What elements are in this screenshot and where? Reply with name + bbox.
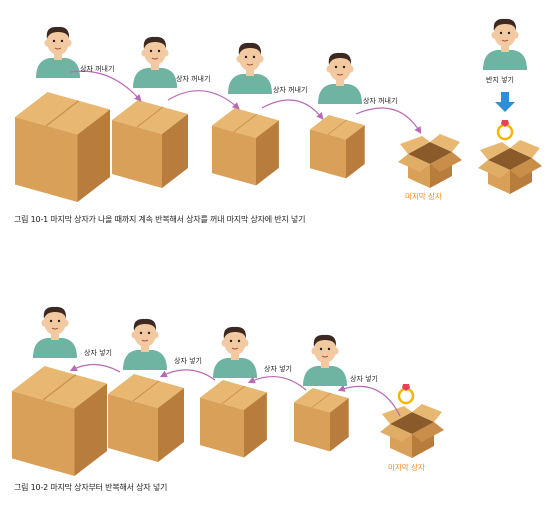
figure-1-illustration [14,18,542,203]
person-8 [212,326,258,379]
caption-1: 그림 10-1 마지막 상자가 나올 때까지 계속 반복해서 상자를 꺼내 마지… [14,215,306,224]
arrow-1 [69,70,142,102]
person-2 [132,36,178,89]
caption-2: 그림 10-2 마지막 상자부터 반복해서 상자 넣기 [14,483,168,492]
label-take-1: 상자 꺼내기 [80,65,115,73]
box-5 [11,365,108,477]
label-take-4: 상자 꺼내기 [363,97,398,105]
figure-1: 상자 꺼내기 상자 꺼내기 상자 꺼내기 상자 꺼내기 마지막 상자 반지 넣기… [0,0,547,240]
person-4 [317,52,363,105]
final-box-label-2: 마지막 상자 [388,463,425,472]
ring-box [478,140,542,194]
figure-2-illustration [11,306,444,477]
person-3 [227,42,273,95]
person-7 [122,318,168,371]
arrow-2 [167,90,240,110]
label-take-3: 상자 꺼내기 [273,86,308,94]
person-5 [482,18,528,71]
box-4 [309,114,366,179]
arrow-8 [337,385,401,417]
person-9 [302,334,348,387]
ring-icon-2 [397,384,415,405]
arrow-4 [355,107,422,135]
label-take-2: 상자 꺼내기 [176,75,211,83]
box-2 [111,99,189,189]
label-put-1: 상자 넣기 [84,349,112,357]
box-8 [293,387,350,452]
final-box-1 [398,134,462,188]
ring-icon [496,120,514,141]
label-put-3: 상자 넣기 [264,365,292,373]
person-6 [32,306,78,359]
label-put-2: 상자 넣기 [174,357,202,365]
box-7 [199,379,268,458]
arrow-3 [261,99,324,120]
label-put-4: 상자 넣기 [350,375,378,383]
blue-down-arrow-icon [495,92,515,112]
figure-2: 상자 넣기 상자 넣기 상자 넣기 상자 넣기 마지막 상자 그림 10-2 마… [0,290,547,510]
final-box-label-1: 마지막 상자 [405,192,442,201]
final-box-2 [380,404,444,458]
box-3 [211,107,280,186]
box-6 [107,373,185,463]
arrow-7 [247,375,307,391]
ring-label: 반지 넣기 [486,76,514,84]
box-1 [14,91,111,203]
arrow-5 [69,363,121,373]
person-1 [35,26,81,79]
arrow-6 [159,369,216,381]
